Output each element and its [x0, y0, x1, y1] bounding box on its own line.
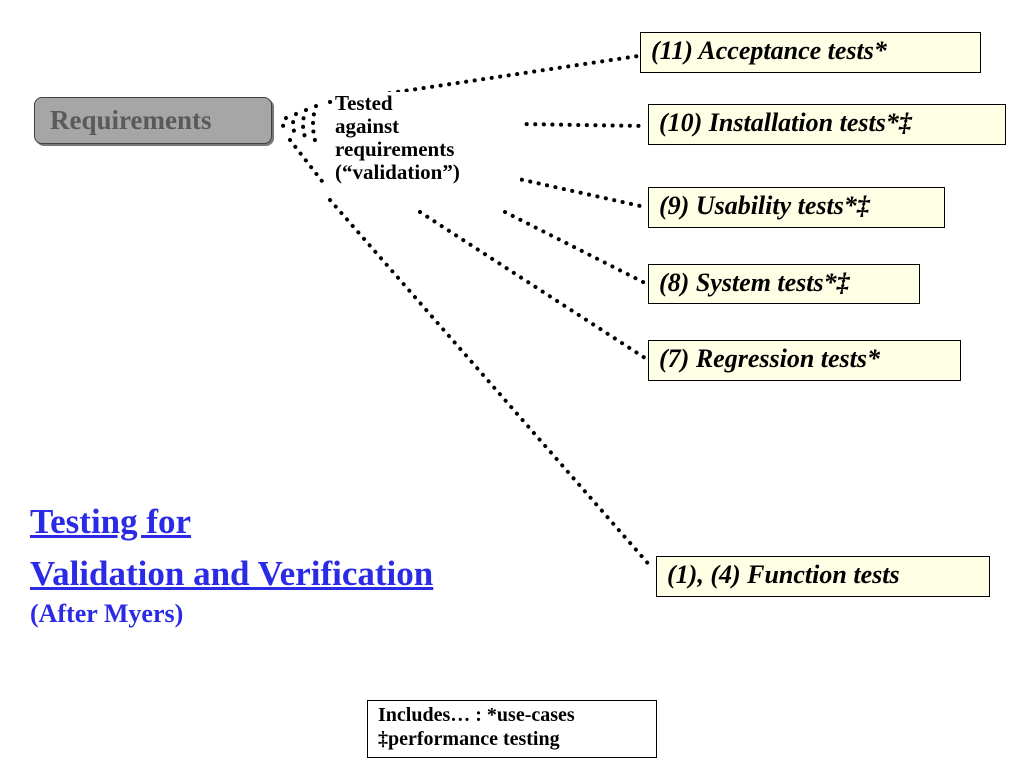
- bracket-4: [311, 104, 318, 146]
- slide-title-line: Testing for: [30, 502, 192, 541]
- connector-system: [503, 210, 647, 285]
- connector-regression: [418, 210, 647, 360]
- connector-installation: [516, 122, 647, 128]
- connector-usability: [503, 174, 647, 209]
- regression-tests-box: (7) Regression tests*: [648, 340, 961, 381]
- installation-tests-box: (10) Installation tests*‡: [648, 104, 1006, 145]
- installation-tests-label: (10) Installation tests*‡: [659, 108, 912, 137]
- slide-subtitle: (After Myers): [30, 599, 184, 628]
- requirements-label: Requirements: [50, 105, 212, 135]
- validation-label: Tested against requirements (“validation…: [335, 92, 520, 184]
- slide-title-line: Validation and Verification: [30, 554, 434, 593]
- system-tests-box: (8) System tests*‡: [648, 264, 920, 304]
- acceptance-tests-box: (11) Acceptance tests*: [640, 32, 981, 73]
- validation-label-line: requirements: [335, 137, 455, 161]
- regression-tests-label: (7) Regression tests*: [659, 344, 880, 373]
- legend-box: Includes… : *use-cases ‡performance test…: [367, 700, 657, 758]
- bracket-1: [281, 116, 288, 134]
- validation-label-line: (“validation”): [335, 160, 460, 184]
- validation-label-line: against: [335, 114, 400, 138]
- function-tests-label: (1), (4) Function tests: [667, 560, 900, 589]
- usability-tests-label: (9) Usability tests*‡: [659, 191, 870, 220]
- connector-stub: [288, 138, 327, 187]
- validation-label-line: Tested: [335, 91, 393, 115]
- function-tests-box: (1), (4) Function tests: [656, 556, 990, 597]
- bracket-3: [301, 108, 308, 142]
- legend-line: ‡performance testing: [378, 728, 560, 750]
- bracket-2: [291, 112, 298, 138]
- acceptance-tests-label: (11) Acceptance tests*: [651, 36, 887, 65]
- legend-line: Includes… : *use-cases: [378, 704, 575, 726]
- system-tests-label: (8) System tests*‡: [659, 268, 850, 297]
- usability-tests-box: (9) Usability tests*‡: [648, 187, 945, 228]
- slide-title: Testing for Validation and Verification: [30, 496, 433, 600]
- requirements-box: Requirements: [34, 97, 272, 144]
